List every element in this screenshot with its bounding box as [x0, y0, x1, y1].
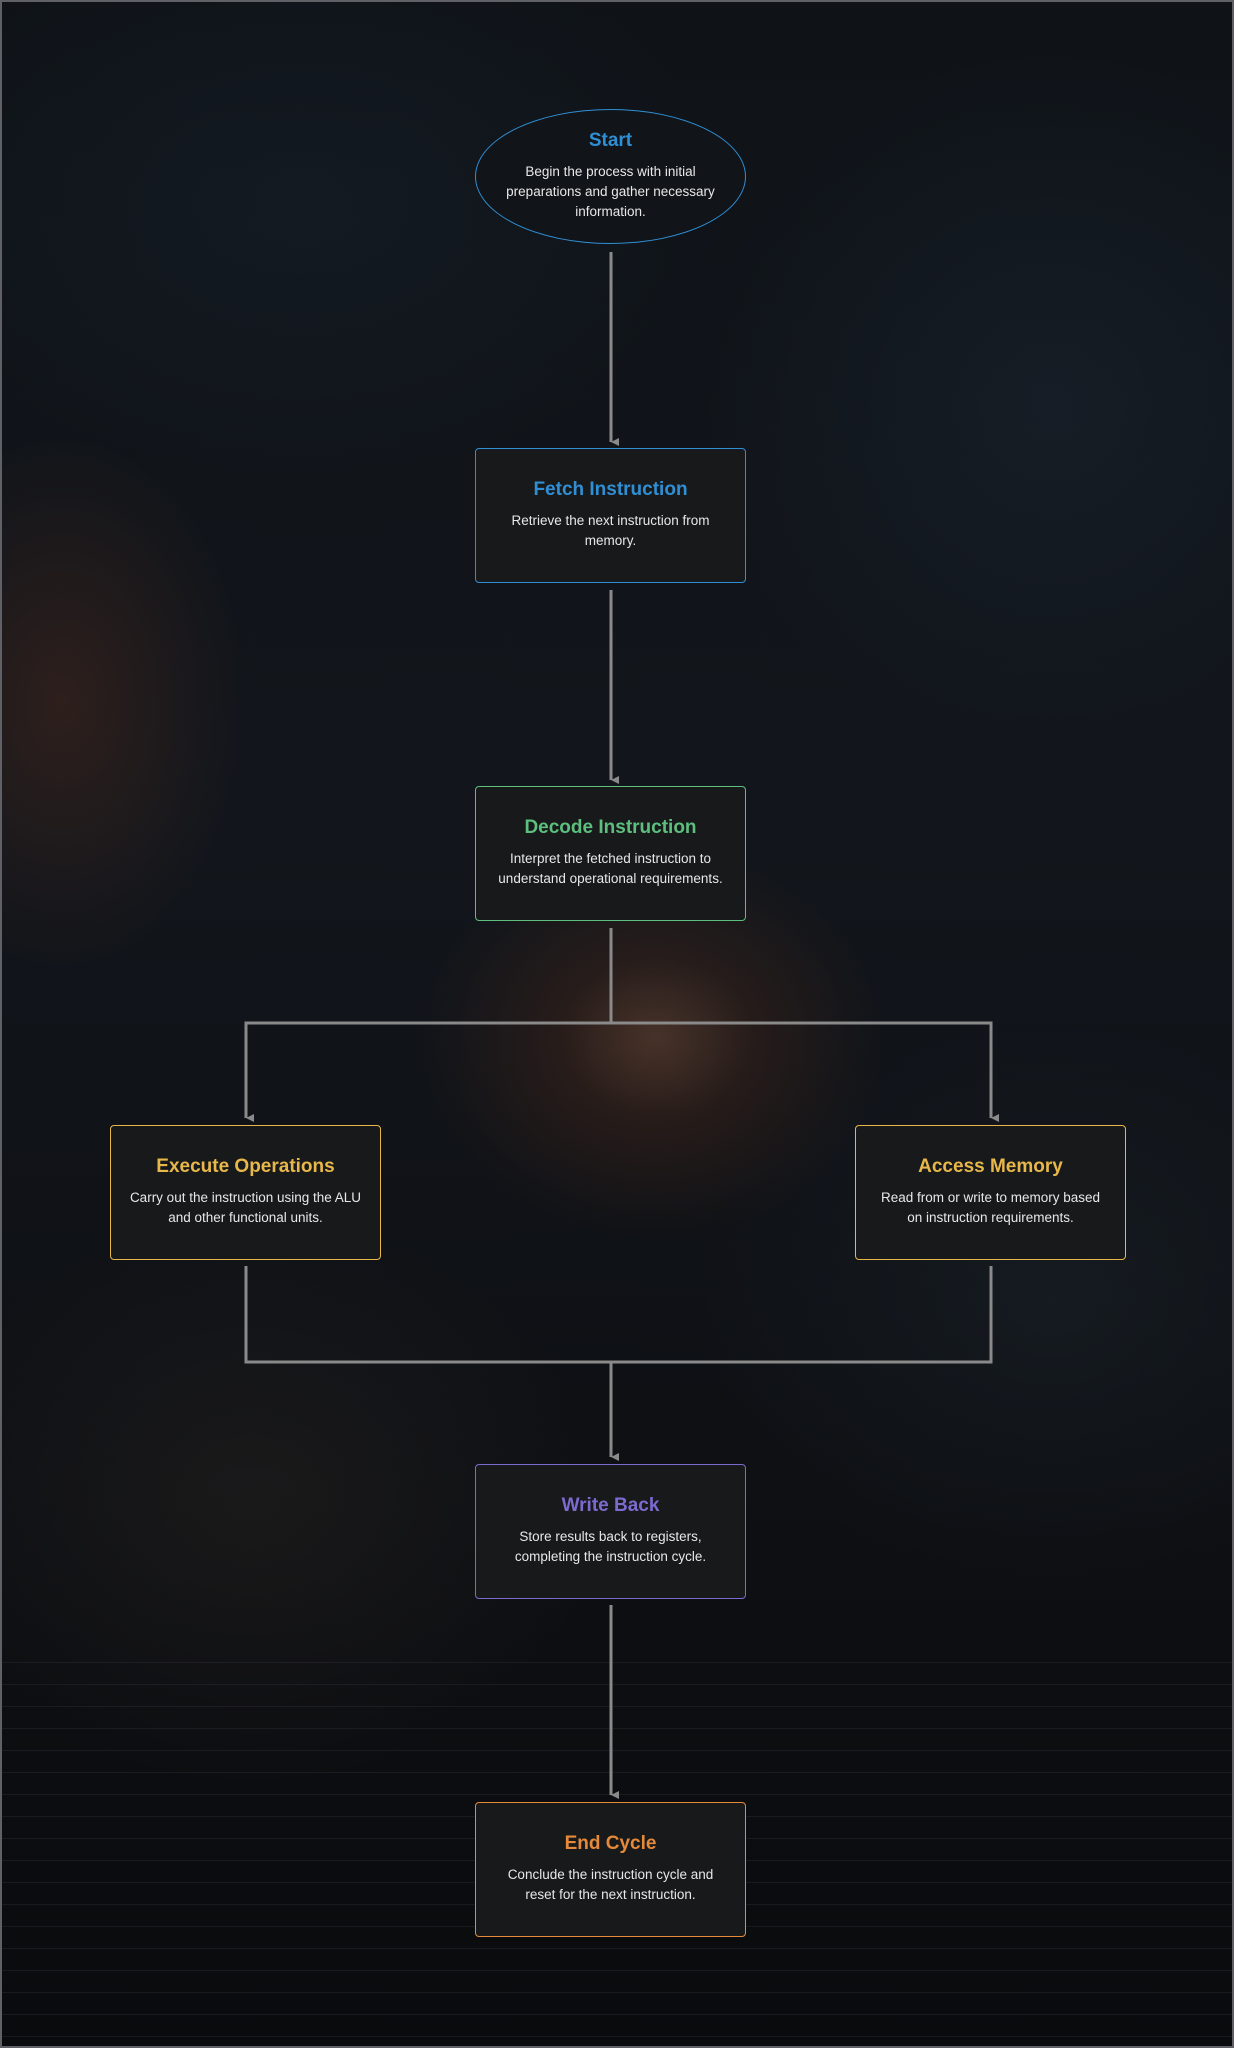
connector-decode-to-memory — [611, 1021, 999, 1122]
node-memory-title: Access Memory — [918, 1156, 1063, 1177]
node-memory-description: Read from or write to memory based on in… — [880, 1190, 1101, 1225]
node-decode-instruction: Decode Instruction Interpret the fetched… — [475, 786, 746, 921]
connector-execute-to-writeback — [244, 1266, 619, 1461]
node-execute-title: Execute Operations — [156, 1156, 335, 1177]
node-writeback-title: Write Back — [561, 1495, 660, 1516]
node-access-memory: Access Memory Read from or write to memo… — [855, 1125, 1126, 1260]
node-writeback-description: Store results back to registers, complet… — [514, 1529, 707, 1564]
node-start: Start Begin the process with initial pre… — [475, 109, 746, 244]
node-decode-description: Interpret the fetched instruction to und… — [498, 851, 723, 886]
node-fetch-instruction: Fetch Instruction Retrieve the next inst… — [475, 448, 746, 583]
node-decode-title: Decode Instruction — [524, 817, 697, 838]
node-fetch-title: Fetch Instruction — [533, 479, 688, 500]
node-end-title: End Cycle — [564, 1833, 657, 1854]
node-execute-operations: Execute Operations Carry out the instruc… — [110, 1125, 381, 1260]
node-fetch-description: Retrieve the next instruction from memor… — [511, 513, 710, 548]
node-write-back: Write Back Store results back to registe… — [475, 1464, 746, 1599]
connector-memory-to-writeback — [611, 1266, 993, 1364]
node-execute-description: Carry out the instruction using the ALU … — [129, 1190, 362, 1225]
node-end-cycle: End Cycle Conclude the instruction cycle… — [475, 1802, 746, 1937]
node-start-description: Begin the process with initial preparati… — [506, 164, 715, 219]
node-start-title: Start — [588, 130, 633, 151]
node-end-description: Conclude the instruction cycle and reset… — [507, 1867, 714, 1902]
connector-decode-to-execute — [244, 928, 613, 1122]
